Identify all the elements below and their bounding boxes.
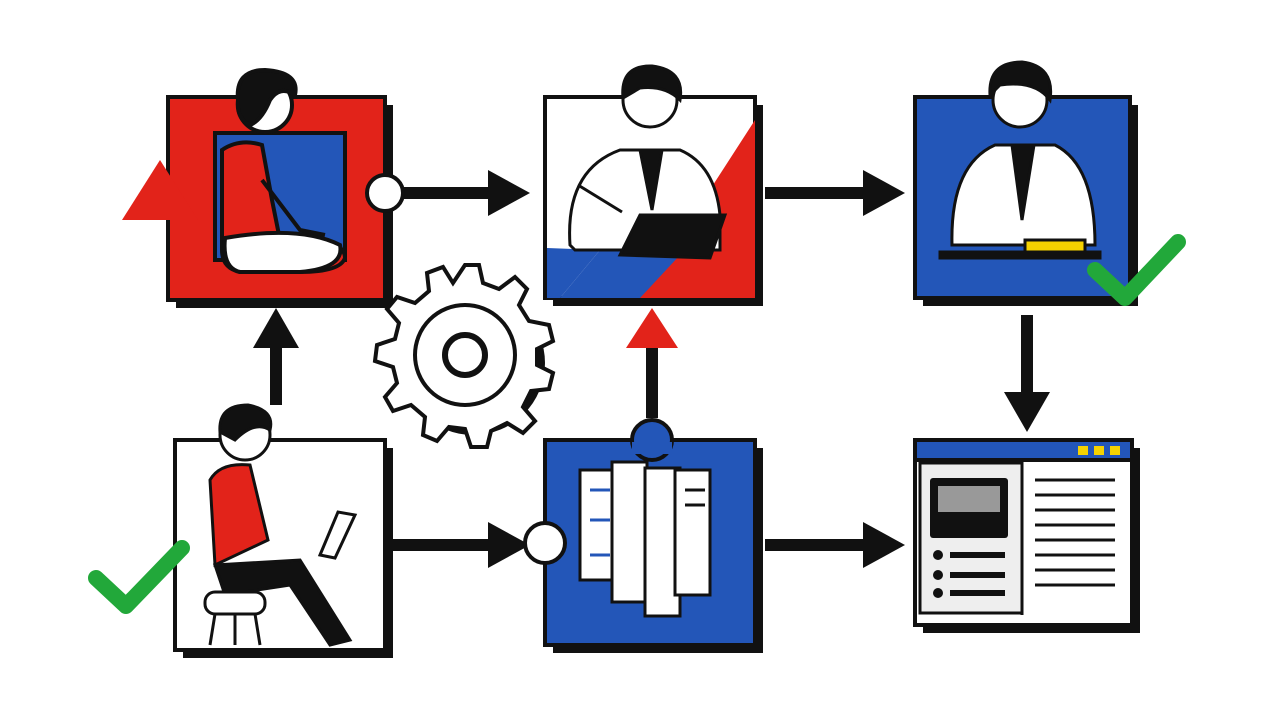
arrows xyxy=(253,170,1050,568)
arrow-up-middle xyxy=(626,308,678,418)
panel-patient-seated xyxy=(122,67,405,308)
arrow-right-bottom-1 xyxy=(390,522,530,568)
panel-doctor-desk xyxy=(913,60,1186,306)
arrow-down-right xyxy=(1004,315,1050,432)
person-seated-icon xyxy=(220,67,348,274)
person-laptop-icon xyxy=(203,403,358,647)
gear-icon xyxy=(372,263,556,449)
doctor-laptop-icon xyxy=(568,64,728,260)
panel-documents xyxy=(523,418,763,653)
checkmark-icon xyxy=(1087,234,1186,306)
panel-person-laptop xyxy=(88,403,393,658)
arrow-right-bottom-2 xyxy=(765,522,905,568)
arrow-right-top-1 xyxy=(390,170,530,216)
panel-browser-window xyxy=(913,438,1140,633)
documents-icon xyxy=(578,460,712,618)
arrow-up-left xyxy=(253,308,299,405)
panel-doctor-laptop xyxy=(543,64,763,306)
checkmark-icon xyxy=(88,540,190,614)
doctor-desk-icon xyxy=(938,60,1102,260)
arrow-right-top-2 xyxy=(765,170,905,216)
warning-triangle-icon xyxy=(122,160,198,220)
browser-window-icon xyxy=(913,438,1134,627)
